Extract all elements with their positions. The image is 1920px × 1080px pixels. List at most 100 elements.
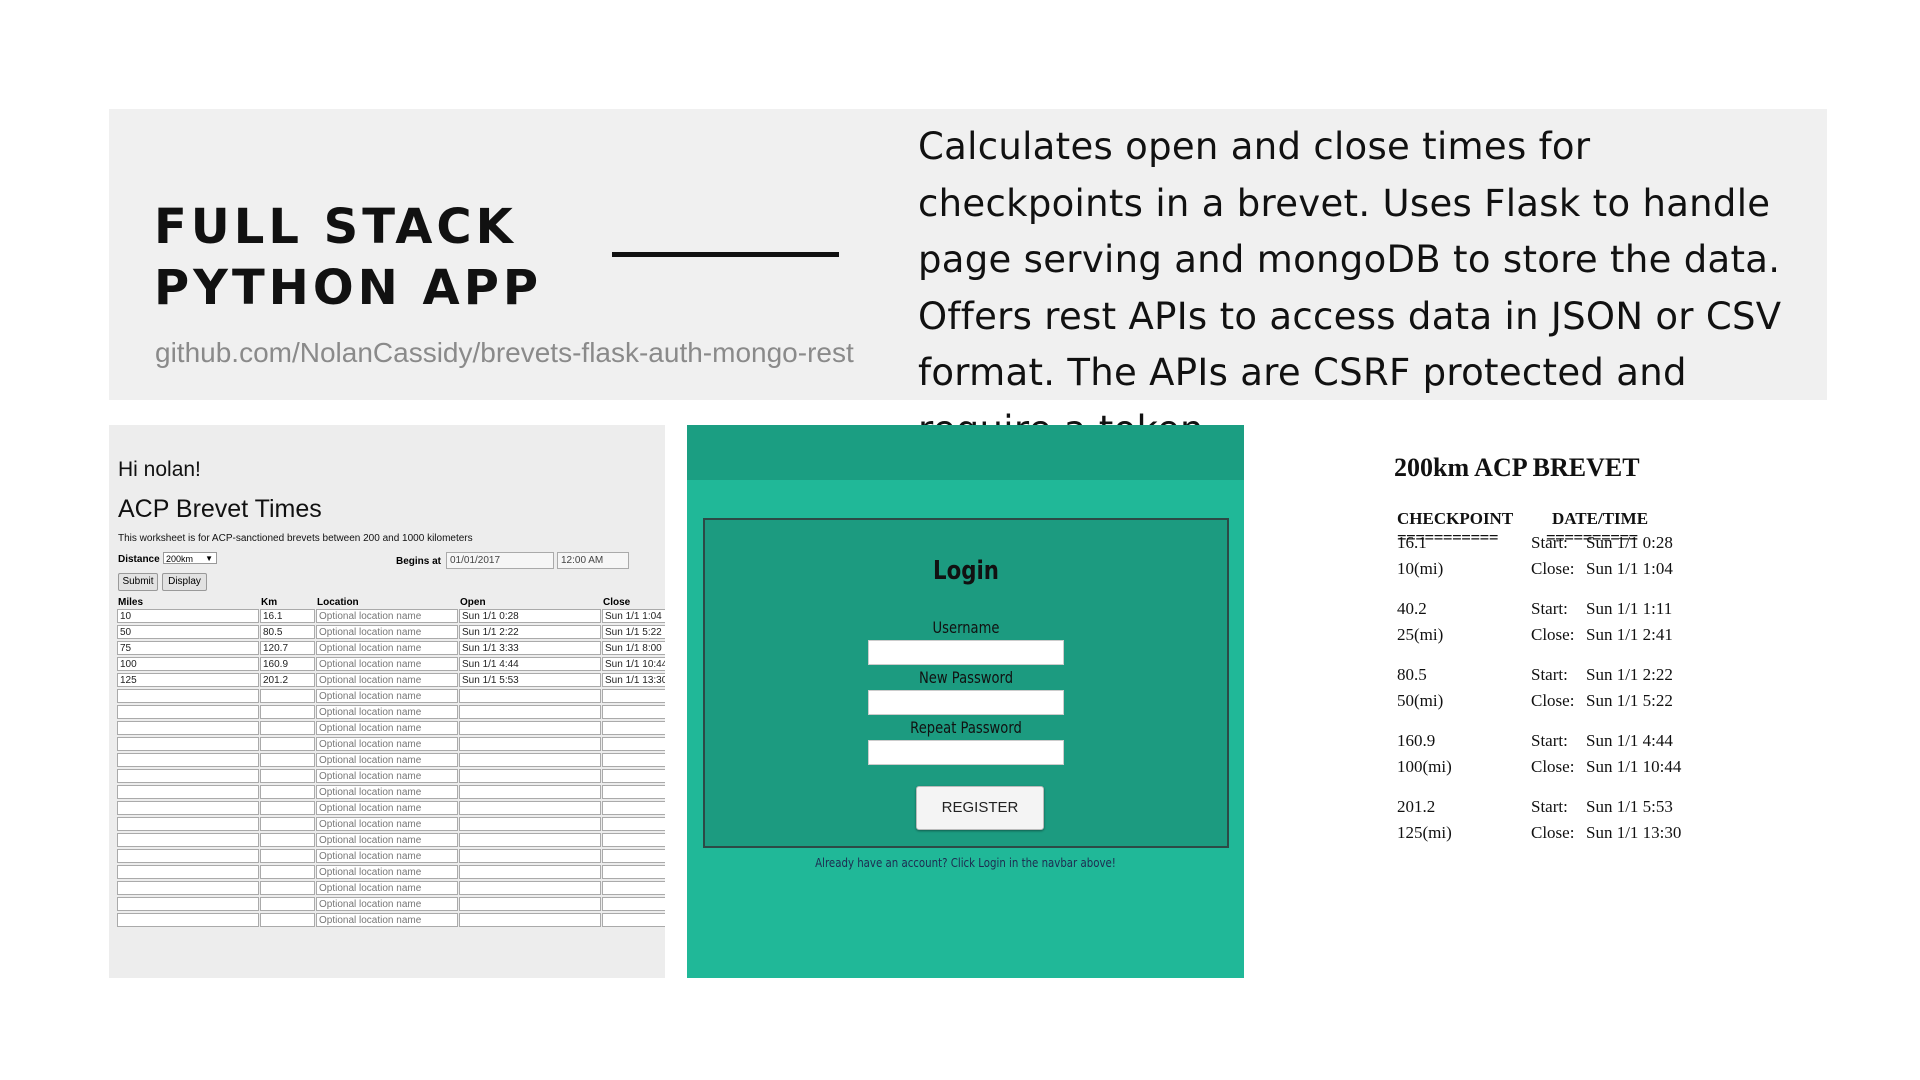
begin-date-input[interactable]: 01/01/2017: [446, 552, 554, 569]
close-time-field[interactable]: Sun 1/1 10:44: [602, 657, 665, 671]
open-time-field[interactable]: [459, 705, 601, 719]
close-time-field[interactable]: [602, 689, 665, 703]
location-input[interactable]: Optional location name: [316, 769, 458, 783]
km-input[interactable]: [260, 737, 315, 751]
km-input[interactable]: [260, 689, 315, 703]
close-time-field[interactable]: [602, 785, 665, 799]
miles-input[interactable]: [117, 689, 259, 703]
location-input[interactable]: Optional location name: [316, 801, 458, 815]
close-time-field[interactable]: [602, 705, 665, 719]
open-time-field[interactable]: [459, 769, 601, 783]
km-input[interactable]: [260, 769, 315, 783]
open-time-field[interactable]: Sun 1/1 3:33: [459, 641, 601, 655]
location-input[interactable]: Optional location name: [316, 625, 458, 639]
miles-input[interactable]: [117, 881, 259, 895]
open-time-field[interactable]: [459, 865, 601, 879]
miles-input[interactable]: [117, 897, 259, 911]
submit-button[interactable]: Submit: [118, 573, 158, 591]
km-input[interactable]: 201.2: [260, 673, 315, 687]
location-input[interactable]: Optional location name: [316, 657, 458, 671]
close-time-field[interactable]: [602, 881, 665, 895]
close-time-field[interactable]: Sun 1/1 1:04: [602, 609, 665, 623]
miles-input[interactable]: [117, 769, 259, 783]
open-time-field[interactable]: [459, 801, 601, 815]
username-field[interactable]: [868, 640, 1064, 665]
km-input[interactable]: [260, 849, 315, 863]
location-input[interactable]: Optional location name: [316, 609, 458, 623]
km-input[interactable]: [260, 785, 315, 799]
km-input[interactable]: [260, 801, 315, 815]
location-input[interactable]: Optional location name: [316, 641, 458, 655]
location-input[interactable]: Optional location name: [316, 865, 458, 879]
close-time-field[interactable]: Sun 1/1 8:00: [602, 641, 665, 655]
open-time-field[interactable]: [459, 849, 601, 863]
miles-input[interactable]: [117, 849, 259, 863]
open-time-field[interactable]: [459, 833, 601, 847]
location-input[interactable]: Optional location name: [316, 785, 458, 799]
km-input[interactable]: 16.1: [260, 609, 315, 623]
km-input[interactable]: 160.9: [260, 657, 315, 671]
miles-input[interactable]: [117, 753, 259, 767]
miles-input[interactable]: [117, 705, 259, 719]
miles-input[interactable]: 10: [117, 609, 259, 623]
close-time-field[interactable]: [602, 721, 665, 735]
km-input[interactable]: [260, 913, 315, 927]
register-button[interactable]: REGISTER: [916, 786, 1044, 830]
close-time-field[interactable]: [602, 817, 665, 831]
km-input[interactable]: 120.7: [260, 641, 315, 655]
location-input[interactable]: Optional location name: [316, 849, 458, 863]
open-time-field[interactable]: Sun 1/1 5:53: [459, 673, 601, 687]
location-input[interactable]: Optional location name: [316, 817, 458, 831]
close-time-field[interactable]: Sun 1/1 13:30: [602, 673, 665, 687]
location-input[interactable]: Optional location name: [316, 753, 458, 767]
miles-input[interactable]: [117, 721, 259, 735]
open-time-field[interactable]: Sun 1/1 4:44: [459, 657, 601, 671]
repeat-password-field[interactable]: [868, 740, 1064, 765]
close-time-field[interactable]: Sun 1/1 5:22: [602, 625, 665, 639]
close-time-field[interactable]: [602, 849, 665, 863]
miles-input[interactable]: [117, 865, 259, 879]
location-input[interactable]: Optional location name: [316, 705, 458, 719]
miles-input[interactable]: [117, 913, 259, 927]
open-time-field[interactable]: [459, 753, 601, 767]
close-time-field[interactable]: [602, 865, 665, 879]
display-button[interactable]: Display: [162, 573, 207, 591]
location-input[interactable]: Optional location name: [316, 721, 458, 735]
miles-input[interactable]: [117, 833, 259, 847]
miles-input[interactable]: [117, 817, 259, 831]
km-input[interactable]: [260, 721, 315, 735]
open-time-field[interactable]: [459, 897, 601, 911]
km-input[interactable]: 80.5: [260, 625, 315, 639]
miles-input[interactable]: [117, 785, 259, 799]
km-input[interactable]: [260, 705, 315, 719]
location-input[interactable]: Optional location name: [316, 689, 458, 703]
open-time-field[interactable]: [459, 881, 601, 895]
repo-link[interactable]: github.com/NolanCassidy/brevets-flask-au…: [155, 337, 854, 368]
open-time-field[interactable]: Sun 1/1 0:28: [459, 609, 601, 623]
miles-input[interactable]: [117, 801, 259, 815]
open-time-field[interactable]: Sun 1/1 2:22: [459, 625, 601, 639]
open-time-field[interactable]: [459, 721, 601, 735]
km-input[interactable]: [260, 865, 315, 879]
open-time-field[interactable]: [459, 689, 601, 703]
new-password-field[interactable]: [868, 690, 1064, 715]
miles-input[interactable]: 100: [117, 657, 259, 671]
close-time-field[interactable]: [602, 833, 665, 847]
close-time-field[interactable]: [602, 753, 665, 767]
location-input[interactable]: Optional location name: [316, 881, 458, 895]
close-time-field[interactable]: [602, 801, 665, 815]
open-time-field[interactable]: [459, 817, 601, 831]
km-input[interactable]: [260, 833, 315, 847]
location-input[interactable]: Optional location name: [316, 673, 458, 687]
location-input[interactable]: Optional location name: [316, 897, 458, 911]
km-input[interactable]: [260, 881, 315, 895]
open-time-field[interactable]: [459, 913, 601, 927]
begin-time-input[interactable]: 12:00 AM: [557, 552, 629, 569]
km-input[interactable]: [260, 817, 315, 831]
open-time-field[interactable]: [459, 737, 601, 751]
close-time-field[interactable]: [602, 737, 665, 751]
distance-select[interactable]: 200km ▼: [163, 552, 217, 564]
close-time-field[interactable]: [602, 913, 665, 927]
close-time-field[interactable]: [602, 769, 665, 783]
miles-input[interactable]: [117, 737, 259, 751]
